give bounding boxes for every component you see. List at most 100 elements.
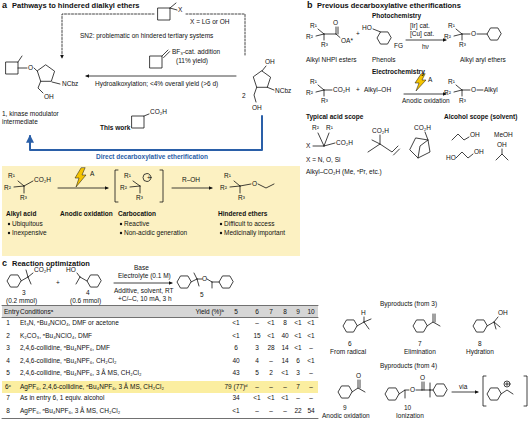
highlight-row: 6ᶜAgPF₆, 2,4,6-collidine, ⁿBu₄NPF₆, 3 Å …	[2, 381, 318, 393]
node-text: R¹	[124, 172, 131, 180]
figure-label: <1	[232, 319, 239, 327]
figure-label: Alkyl NHPI esters	[306, 56, 357, 64]
figure-label: 9	[343, 404, 347, 412]
figure-label: (11% yield)	[176, 57, 208, 65]
node-text: 6ᶜ	[5, 383, 11, 391]
figure-label: <1	[232, 332, 239, 340]
figure-label: 6	[234, 344, 238, 352]
figure-label: HO	[66, 266, 76, 274]
figure-label: O	[28, 64, 33, 72]
figure-label: Alcohol scope (solvent)	[444, 113, 517, 121]
charge-ring	[143, 174, 151, 182]
ether-bonds	[230, 181, 274, 193]
byproduct-ring	[473, 320, 487, 332]
figure-label: OH	[470, 131, 480, 139]
figure-label: (0.6 mmol)	[70, 297, 101, 305]
bullet	[120, 232, 122, 234]
figure-label: 4	[6, 357, 10, 365]
figure-label: <1	[294, 319, 301, 327]
figure-label: Base	[134, 264, 149, 272]
figure-label: CO₂H	[336, 139, 353, 147]
bullet	[220, 232, 222, 234]
ether-5-ring	[177, 276, 191, 288]
figure-label: CO₂H	[333, 86, 350, 94]
figure-label: X	[306, 142, 310, 150]
figure-label: [Cu] cat.	[410, 30, 434, 38]
figure-label: Hydroalkoxylation; <4% overall yield (>6…	[95, 80, 218, 88]
figure-label: –	[309, 344, 313, 352]
figure-label: OH	[252, 104, 262, 112]
figure-label: O	[356, 372, 361, 380]
figure-label: CO₂H	[372, 127, 389, 135]
figure-label: 28	[267, 344, 274, 352]
figure-label: O	[410, 386, 415, 394]
ether-5	[191, 273, 219, 288]
figure-label: <1	[281, 369, 288, 377]
figure-label: Et₃N, ⁿBu₄NClO₄, DMF or acetone	[20, 319, 119, 327]
alcohol-4	[76, 273, 87, 284]
table-rules	[2, 306, 318, 419]
figure-label: HO	[446, 154, 456, 162]
figure-label: <1	[294, 344, 301, 352]
figure-label: 1, kinase modulator intermediate	[2, 110, 82, 126]
figure-label: via	[459, 383, 467, 391]
byproduct-ring	[338, 386, 352, 398]
photo-arrow	[406, 40, 446, 41]
figure-label: Pathways to hindered dialkyl ethers	[12, 2, 140, 10]
phenol-bond	[373, 29, 381, 32]
alcohol-arrow	[172, 188, 212, 189]
figure-label: a	[2, 1, 7, 9]
node-text: O	[252, 180, 257, 188]
figure-label: BF₃-cat. addition	[172, 48, 220, 56]
figure-label: OH	[497, 141, 507, 149]
figure-label: c	[2, 259, 7, 267]
figure-label: X = N, O, Si	[306, 156, 341, 164]
alcohol-2	[253, 66, 274, 102]
figure-label: 6	[296, 357, 300, 365]
figure-label: 8	[478, 340, 482, 348]
node-text: 6	[255, 308, 259, 316]
figure-label: <1	[307, 357, 314, 365]
figure-label: FG	[394, 42, 403, 50]
figure-label: R¹	[448, 22, 455, 30]
node-text: R–OH	[182, 176, 200, 184]
figure-label: 2,4,6-collidine, ⁿBu₄NPF₆, CH₂Cl₂	[20, 357, 117, 365]
figure-label: R²	[306, 89, 313, 97]
figure-label: X	[178, 6, 182, 14]
node-text: R³	[136, 194, 143, 202]
cation	[501, 383, 513, 395]
phenol-ring	[377, 32, 391, 44]
approach-panel-ground	[2, 166, 300, 256]
figure-label: <1	[294, 332, 301, 340]
node-text: Inexpensive	[12, 229, 47, 237]
figure-label: Alkyl–CO₂H (Me, ⁿPr, etc.)	[306, 168, 382, 176]
aryl-ether	[454, 29, 487, 40]
node-text: 5	[234, 308, 238, 316]
figure-label: <1	[267, 319, 274, 327]
node-text: –	[269, 383, 273, 391]
node-text: CO₂H	[34, 176, 51, 184]
node-text: 79 (77)ᵈ	[224, 383, 247, 391]
figure-label: Hydration	[466, 348, 494, 356]
node-text: Non-acidic generation	[124, 229, 187, 237]
figure-label: <1	[253, 394, 260, 402]
figure-label: 3	[255, 344, 259, 352]
tertiary-substrate	[158, 3, 177, 20]
table-header-band: EntryConditionsᵃYield (%)ᵇ5678910	[2, 306, 318, 317]
figure-label: A	[428, 76, 432, 84]
figure-label: R³	[321, 97, 328, 105]
figure-label: OA*	[341, 37, 353, 45]
figure-label: R¹	[448, 78, 455, 86]
byproduct-ring	[433, 384, 447, 396]
figure-label: Alkyl	[484, 86, 498, 94]
figure-label: 14	[281, 357, 288, 365]
acid-bonds	[14, 181, 33, 193]
figure-label: 40	[232, 357, 239, 365]
figure-label: HO	[362, 24, 372, 32]
figure-label: As in entry 6, 1 equiv. alcohol	[20, 394, 104, 402]
node-text: Alkyl acid	[6, 210, 36, 218]
figure-label: Photochemistry	[372, 12, 421, 20]
figure-label: 54	[307, 407, 314, 415]
bullet	[8, 232, 10, 234]
